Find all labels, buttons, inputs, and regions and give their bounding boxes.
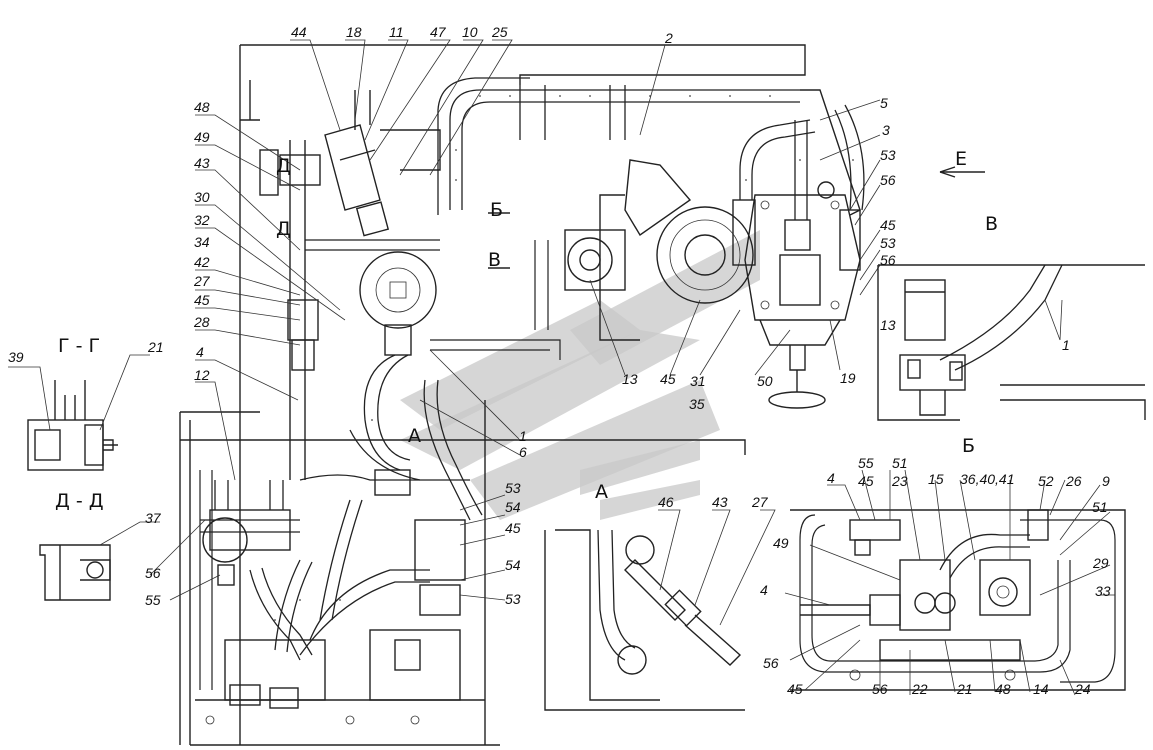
- view-marker-d-upper: Д: [276, 155, 291, 177]
- callout-b-29: 29: [1092, 555, 1109, 571]
- callout-45c: 45: [660, 371, 676, 387]
- callout-19: 19: [840, 370, 856, 386]
- callout-54b: 54: [505, 557, 521, 573]
- callout-b-45b: 45: [787, 681, 803, 697]
- callout-labels: 44 18 11 47 10 25 2 48 49 43 30 32 34 42…: [8, 24, 1111, 697]
- view-marker-e: Е: [955, 148, 967, 170]
- view-v: [877, 264, 1146, 421]
- callout-32: 32: [194, 212, 210, 228]
- view-marker-d-lower: Д: [276, 218, 291, 240]
- callout-48: 48: [194, 99, 210, 115]
- callout-56b: 56: [880, 252, 896, 268]
- callout-d-37: 37: [145, 510, 162, 526]
- callout-b-56b: 56: [872, 681, 888, 697]
- section-g-g-title: Г - Г: [58, 335, 100, 357]
- view-b: [784, 469, 1126, 696]
- hose-texture: [274, 95, 854, 621]
- section-d-d: [39, 521, 160, 601]
- callout-b-23: 23: [891, 473, 908, 489]
- callout-b-21: 21: [956, 681, 973, 697]
- callout-18: 18: [346, 24, 362, 40]
- callout-b-51b: 51: [1092, 499, 1108, 515]
- callout-30: 30: [194, 189, 210, 205]
- callout-5: 5: [880, 95, 888, 111]
- callout-34: 34: [194, 234, 210, 250]
- callout-b-51: 51: [892, 455, 908, 471]
- callout-28: 28: [193, 314, 210, 330]
- callout-6: 6: [519, 444, 527, 460]
- callout-10: 10: [462, 24, 478, 40]
- callout-b-55: 55: [858, 455, 874, 471]
- callout-45: 45: [194, 292, 210, 308]
- view-marker-v: В: [488, 249, 501, 271]
- callout-53d: 53: [505, 591, 521, 607]
- callout-43: 43: [194, 155, 210, 171]
- callout-b-33: 33: [1095, 583, 1111, 599]
- view-marker-b: Б: [490, 199, 503, 221]
- callout-a-27: 27: [751, 494, 769, 510]
- callout-b-45: 45: [858, 473, 874, 489]
- callout-44: 44: [291, 24, 307, 40]
- callout-b-14: 14: [1033, 681, 1049, 697]
- callout-12: 12: [194, 367, 210, 383]
- callout-55: 55: [145, 592, 161, 608]
- callout-54: 54: [505, 499, 521, 515]
- callout-b-36-40-41: 36,40,41: [960, 471, 1015, 487]
- callout-v-13: 13: [880, 317, 896, 333]
- callout-35: 35: [689, 396, 705, 412]
- callout-g-21: 21: [147, 339, 164, 355]
- view-marker-a: А: [408, 425, 421, 447]
- callout-13: 13: [622, 371, 638, 387]
- view-a-title: А: [595, 481, 608, 503]
- callout-g-39: 39: [8, 349, 24, 365]
- callout-27: 27: [193, 273, 211, 289]
- callout-45d: 45: [505, 520, 521, 536]
- callout-b-52: 52: [1038, 473, 1054, 489]
- callout-2: 2: [664, 30, 673, 46]
- callout-11: 11: [389, 24, 404, 40]
- watermark-logo: [400, 230, 760, 520]
- callout-53c: 53: [505, 480, 521, 496]
- callout-b-26: 26: [1065, 473, 1082, 489]
- view-v-title: В: [985, 213, 998, 235]
- callout-4: 4: [196, 344, 204, 360]
- callout-53: 53: [880, 147, 896, 163]
- callout-31: 31: [690, 373, 706, 389]
- callout-49: 49: [194, 129, 210, 145]
- callout-45b: 45: [880, 217, 896, 233]
- callout-b-24: 24: [1074, 681, 1091, 697]
- callout-b-4b: 4: [760, 582, 768, 598]
- callout-b-48: 48: [995, 681, 1011, 697]
- callout-1: 1: [519, 428, 527, 444]
- callout-b-4: 4: [827, 470, 835, 486]
- callout-b-22: 22: [911, 681, 928, 697]
- callout-3: 3: [882, 122, 890, 138]
- callout-b-9: 9: [1102, 473, 1110, 489]
- section-g-g: [8, 354, 150, 471]
- callout-b-49: 49: [773, 535, 789, 551]
- view-b-title: Б: [962, 435, 975, 457]
- callout-56: 56: [880, 172, 896, 188]
- leader-lines: [149, 39, 985, 601]
- callout-b-15: 15: [928, 471, 944, 487]
- callout-b-56: 56: [763, 655, 779, 671]
- callout-25: 25: [491, 24, 508, 40]
- callout-42: 42: [194, 254, 210, 270]
- section-d-d-title: Д - Д: [55, 490, 104, 512]
- view-a: [544, 509, 776, 711]
- callout-53b: 53: [880, 235, 896, 251]
- callout-50: 50: [757, 373, 773, 389]
- callout-56c: 56: [145, 565, 161, 581]
- callout-v-1: 1: [1062, 337, 1070, 353]
- callout-a-46: 46: [658, 494, 674, 510]
- callout-47: 47: [430, 24, 447, 40]
- callout-a-43: 43: [712, 494, 728, 510]
